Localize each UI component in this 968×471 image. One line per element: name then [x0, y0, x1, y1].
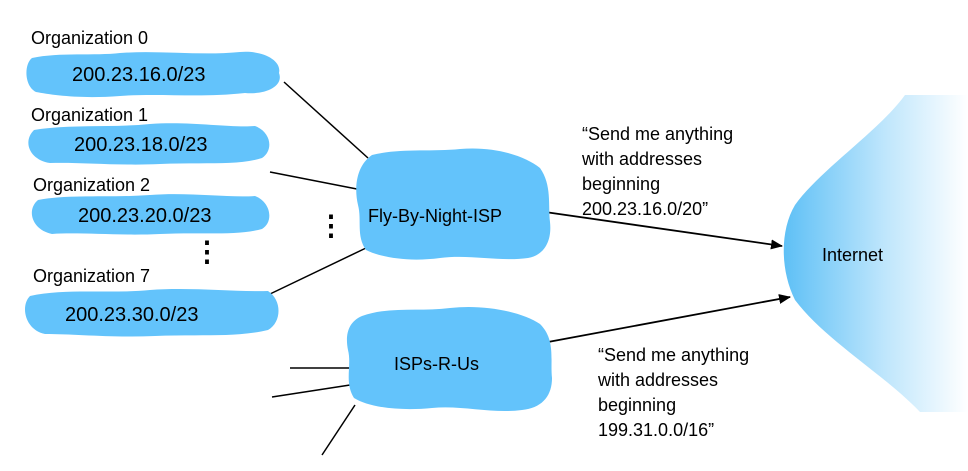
link-isps-r-us-b: [271, 384, 351, 398]
isps-ad-line-1: “Send me anything: [598, 345, 750, 365]
org2-cloud: [31, 194, 270, 235]
org2-label: Organization 2: [33, 175, 151, 195]
link-isps-r-us-c: [321, 404, 356, 456]
link-org7-flybynight: [269, 247, 367, 295]
org2-prefix: 200.23.20.0/23: [78, 205, 212, 227]
isps-r-us-label: ISPs-R-Us: [394, 354, 479, 374]
org0-label: Organization 0: [31, 28, 149, 48]
org1-cloud: [28, 123, 270, 165]
link-ellipsis: ⋮: [317, 210, 345, 241]
isps-r-us-cloud: [346, 306, 552, 412]
org7-cloud: [25, 289, 279, 337]
org0-prefix: 200.23.16.0/23: [72, 64, 206, 86]
org0-cloud: [26, 51, 280, 98]
isps-ad-line-4: 199.31.0.0/16”: [598, 420, 715, 440]
org7-label: Organization 7: [33, 266, 151, 286]
internet-label: Internet: [822, 245, 884, 265]
org7-prefix: 200.23.30.0/23: [65, 304, 199, 326]
arrow-flybynight-internet: [544, 211, 783, 250]
arrow-isps-r-us-internet: [547, 294, 791, 343]
fly-by-night-isp-cloud: [356, 148, 551, 260]
link-org0-flybynight: [283, 81, 369, 159]
org1-prefix: 200.23.18.0/23: [74, 134, 208, 156]
fly-by-night-isp-label: Fly-By-Night-ISP: [368, 206, 503, 226]
org1-label: Organization 1: [31, 105, 149, 125]
fly-ad-line-1: “Send me anything: [582, 124, 734, 144]
link-org1-flybynight: [269, 171, 363, 191]
isps-ad-line-2: with addresses: [598, 370, 719, 390]
org-ellipsis: ⋮: [193, 236, 221, 267]
fly-ad-line-2: with addresses: [582, 149, 703, 169]
isps-ad-line-3: beginning: [598, 395, 677, 415]
internet-cloud: [783, 95, 968, 412]
fly-ad-line-3: beginning: [582, 174, 661, 194]
fly-ad-line-4: 200.23.16.0/20”: [582, 199, 709, 219]
